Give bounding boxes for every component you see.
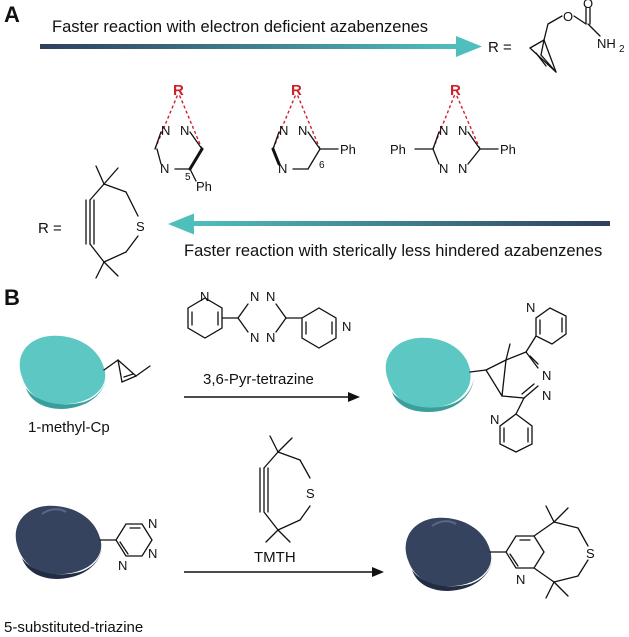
- svg-text:N: N: [278, 161, 287, 176]
- svg-text:2: 2: [619, 44, 625, 55]
- product-2-structure: N S: [405, 505, 595, 599]
- svg-text:R: R: [173, 82, 184, 99]
- reagent2-name: TMTH: [254, 549, 296, 566]
- carbamate-cyclopropene-structure: R = O O NH 2: [488, 0, 625, 73]
- panel-a-label: A: [4, 2, 20, 27]
- thiacycloheptyne-structure: R = S: [38, 165, 145, 279]
- svg-text:N: N: [298, 123, 307, 138]
- bottom-arrow-caption: Faster reaction with sterically less hin…: [184, 242, 602, 260]
- svg-text:N: N: [458, 123, 467, 138]
- dipyridyl-tetrazine-structure: N N N N N N: [187, 289, 351, 349]
- svg-text:N: N: [458, 161, 467, 176]
- svg-text:N: N: [200, 289, 209, 304]
- svg-text:S: S: [136, 219, 145, 234]
- svg-text:N: N: [266, 330, 275, 345]
- svg-text:N: N: [542, 388, 551, 403]
- svg-text:N: N: [490, 412, 499, 427]
- svg-text:S: S: [586, 546, 595, 561]
- svg-text:N: N: [542, 368, 551, 383]
- svg-text:R =: R =: [38, 220, 62, 237]
- tmth-structure: S: [259, 435, 315, 543]
- svg-text:N: N: [266, 289, 275, 304]
- svg-text:O: O: [563, 9, 573, 24]
- panel-b-label: B: [4, 285, 20, 310]
- svg-text:N: N: [148, 546, 157, 561]
- svg-text:Ph: Ph: [390, 142, 406, 157]
- teal-protein-methylcyclopropene: [19, 335, 151, 409]
- svg-text:Ph: Ph: [340, 142, 356, 157]
- top-gradient-arrow: [40, 36, 482, 57]
- diphenyl-tetrazine-structure: R N N N N Ph Ph: [390, 82, 516, 176]
- svg-text:N: N: [279, 123, 288, 138]
- reagent1-name: 3,6-Pyr-tetrazine: [203, 371, 314, 388]
- reactant1-name: 1-methyl-Cp: [28, 419, 110, 436]
- svg-text:6: 6: [319, 160, 325, 171]
- svg-text:5: 5: [185, 172, 191, 183]
- triazine-5-phenyl-structure: R N N N 5 Ph: [154, 82, 212, 194]
- svg-text:Ph: Ph: [500, 142, 516, 157]
- svg-text:N: N: [161, 123, 170, 138]
- svg-text:N: N: [526, 300, 535, 315]
- reaction-arrow-1: [184, 392, 360, 402]
- svg-text:N: N: [342, 319, 351, 334]
- reactant2-name: 5-substituted-triazine: [4, 619, 143, 636]
- navy-protein-triazine: N N N: [15, 505, 157, 579]
- reaction-arrow-2: [184, 567, 384, 577]
- svg-text:N: N: [160, 161, 169, 176]
- bottom-gradient-arrow: [168, 213, 610, 235]
- svg-text:NH: NH: [597, 36, 616, 51]
- svg-text:N: N: [180, 123, 189, 138]
- triazine-6-phenyl-structure: R N N N 6 Ph: [271, 82, 356, 176]
- svg-text:N: N: [250, 289, 259, 304]
- svg-text:N: N: [118, 558, 127, 573]
- svg-text:N: N: [439, 123, 448, 138]
- svg-text:N: N: [148, 516, 157, 531]
- svg-text:R =: R =: [488, 39, 512, 56]
- svg-text:R: R: [450, 82, 461, 99]
- top-arrow-caption: Faster reaction with electron deficient …: [52, 18, 428, 36]
- svg-text:R: R: [291, 82, 302, 99]
- svg-text:N: N: [439, 161, 448, 176]
- svg-text:N: N: [250, 330, 259, 345]
- product-1-structure: N N N N: [385, 300, 567, 453]
- svg-text:O: O: [583, 0, 593, 11]
- svg-text:N: N: [516, 572, 525, 587]
- svg-text:Ph: Ph: [196, 179, 212, 194]
- svg-text:S: S: [306, 486, 315, 501]
